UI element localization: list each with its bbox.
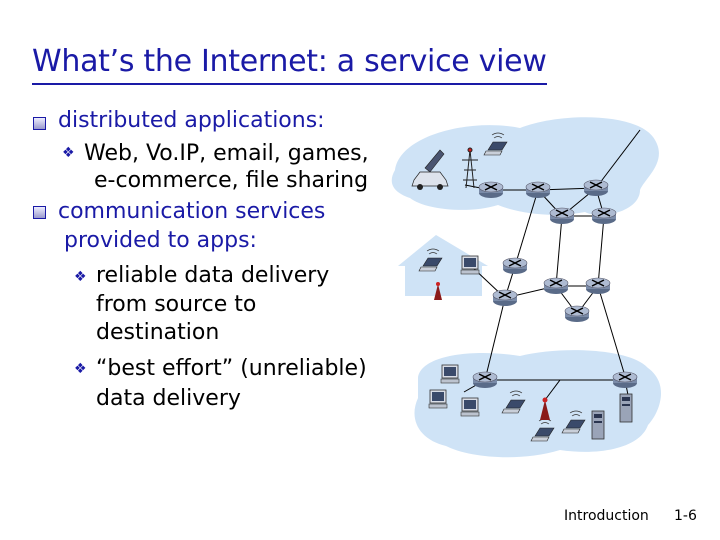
- desktop-pc-icon: [440, 364, 460, 384]
- slide-title: What’s the Internet: a service view: [32, 42, 547, 85]
- bullet-text: distributed applications:: [58, 108, 325, 133]
- server-icon: [619, 393, 633, 423]
- wireless-tower-icon: [462, 147, 478, 189]
- router-icon: [583, 179, 609, 197]
- bullet-text: from source to: [96, 292, 257, 317]
- bullet-text: provided to apps:: [64, 228, 257, 253]
- footer-page-number: 1-6: [674, 508, 697, 524]
- footer-section-label: Introduction: [564, 508, 649, 524]
- diamond-bullet-icon: ❖: [62, 145, 75, 161]
- bullet-text: “best effort” (unreliable): [96, 356, 367, 381]
- bullet-text: data delivery: [96, 386, 241, 411]
- router-icon: [472, 371, 498, 389]
- desktop-pc-icon: [428, 389, 448, 409]
- router-icon: [502, 257, 528, 275]
- router-icon: [492, 289, 518, 307]
- desktop-pc-icon: [460, 255, 480, 275]
- phone-icon: [424, 149, 445, 173]
- square-bullet-icon: [33, 117, 46, 130]
- bullet-text: e-commerce, file sharing: [94, 168, 369, 193]
- server-icon: [591, 410, 605, 440]
- wireless-tower-icon: [540, 397, 550, 420]
- bullet-text: reliable data delivery: [96, 263, 330, 288]
- bullet-text: destination: [96, 320, 220, 345]
- router-icon: [564, 305, 590, 323]
- bullet-text: Web, Vo.IP, email, games,: [84, 141, 369, 166]
- router-icon: [612, 371, 638, 389]
- wireless-tower-icon: [434, 282, 442, 300]
- router-icon: [591, 207, 617, 225]
- bullet-text: communication services: [58, 199, 326, 224]
- router-icon: [543, 277, 569, 295]
- car-icon: [411, 171, 449, 190]
- router-icon: [549, 207, 575, 225]
- router-icon: [478, 181, 504, 199]
- router-icon: [525, 181, 551, 199]
- router-icon: [585, 277, 611, 295]
- square-bullet-icon: [33, 206, 46, 219]
- home-network-icon: [398, 235, 488, 296]
- diamond-bullet-icon: ❖: [74, 361, 87, 377]
- desktop-pc-icon: [460, 397, 480, 417]
- diamond-bullet-icon: ❖: [74, 269, 87, 285]
